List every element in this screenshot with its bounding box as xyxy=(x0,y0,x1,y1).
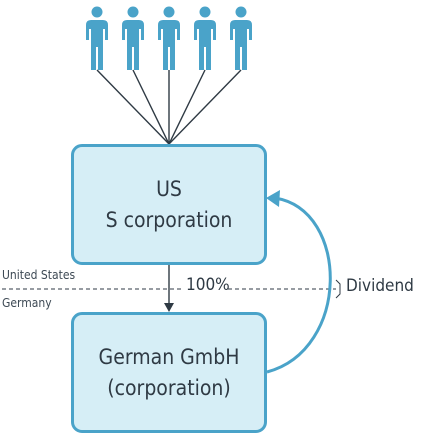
ownership-lines xyxy=(96,69,242,145)
dividend-bracket xyxy=(335,279,341,299)
dividend-label: Dividend xyxy=(346,276,414,296)
united-states-label: United States xyxy=(2,268,76,282)
person-icon xyxy=(158,6,180,70)
shareholders-group xyxy=(86,6,252,70)
ownership-line-4 xyxy=(168,69,206,145)
ownership-arrow-head xyxy=(164,303,174,312)
person-icon xyxy=(122,6,144,70)
ownership-percent-label: 100% xyxy=(186,275,230,295)
dividend-arrow xyxy=(266,196,332,374)
german-gmbh-box: German GmbH (corporation) xyxy=(71,312,267,433)
ownership-line-5 xyxy=(168,69,242,145)
person-icon xyxy=(230,6,252,70)
dividend-arrow-head xyxy=(266,190,280,207)
person-icon xyxy=(194,6,216,70)
ownership-line-1 xyxy=(96,69,170,145)
ownership-line-2 xyxy=(132,69,170,145)
us-s-corporation-box: US S corporation xyxy=(71,144,267,265)
us-box-line1: US xyxy=(156,176,182,201)
gmbh-box-line2: (corporation) xyxy=(107,375,231,400)
gmbh-box-line1: German GmbH xyxy=(98,344,240,369)
person-icon xyxy=(86,6,108,70)
us-box-line2: S corporation xyxy=(105,207,233,232)
germany-label: Germany xyxy=(2,296,52,310)
